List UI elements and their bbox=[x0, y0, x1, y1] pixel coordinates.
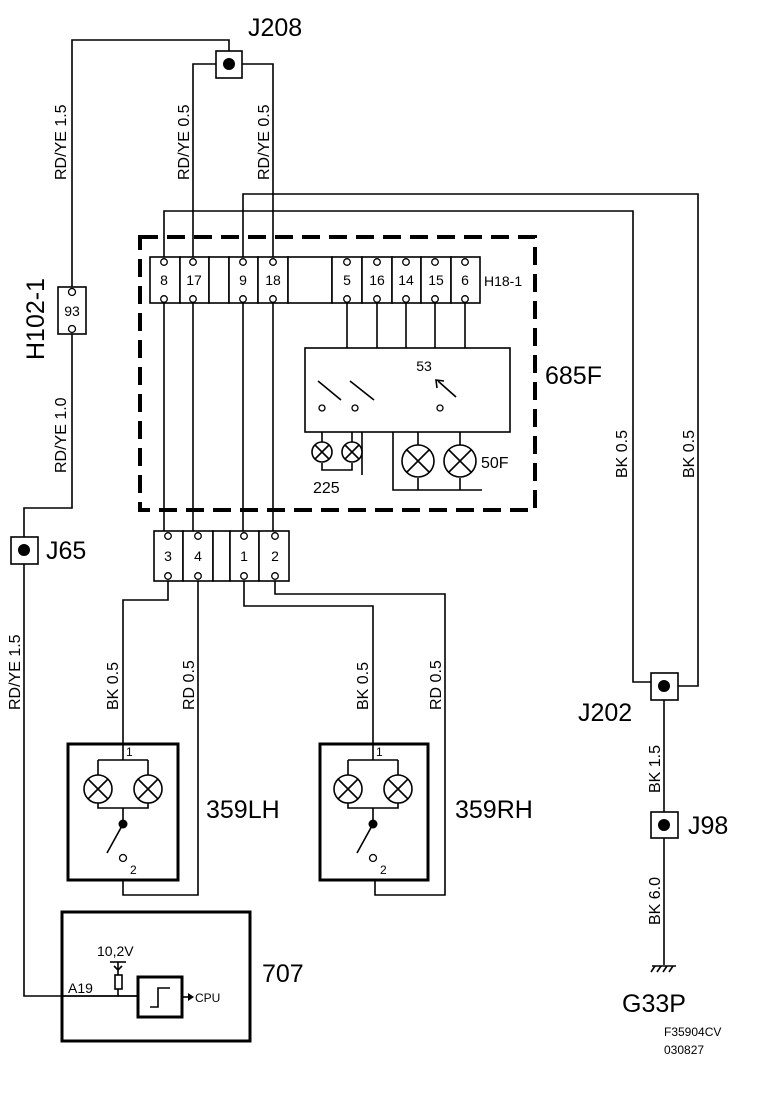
connector-h102: 93 H102-1 bbox=[22, 278, 87, 360]
splice-j208: J208 bbox=[215, 14, 302, 79]
splice-label-j98: J98 bbox=[688, 812, 728, 840]
connector-pin-label: 6 bbox=[461, 272, 469, 288]
component-label-359lh: 359LH bbox=[206, 796, 280, 824]
switch-icon bbox=[106, 819, 128, 863]
wire-label: RD/YE 1.0 bbox=[53, 397, 70, 473]
splice-j202: J202 bbox=[578, 672, 679, 727]
connector-pin-label: 8 bbox=[160, 272, 168, 288]
wire-label: BK 0.5 bbox=[681, 430, 698, 478]
wire-label: BK 0.5 bbox=[105, 662, 122, 710]
wire-pin8-top bbox=[163, 210, 652, 683]
cpu-label: CPU bbox=[195, 991, 220, 1005]
component-359lh: 1 2 359LH bbox=[66, 742, 280, 882]
splice-label-j208: J208 bbox=[248, 14, 302, 42]
splice-j98: J98 bbox=[650, 811, 728, 840]
ground-g33p: G33P bbox=[622, 965, 686, 1018]
wire-label: RD 0.5 bbox=[428, 660, 445, 710]
lamp-icon bbox=[383, 774, 413, 804]
wire-rdye15-top bbox=[71, 39, 230, 287]
module-label-53: 53 bbox=[416, 358, 432, 374]
wire-label: RD 0.5 bbox=[181, 660, 198, 710]
module-53: 53 bbox=[304, 347, 511, 433]
wires bbox=[23, 39, 699, 997]
component-label-707: 707 bbox=[262, 960, 304, 988]
wire-50f bbox=[392, 432, 482, 491]
connector-pin-label: 16 bbox=[369, 272, 385, 288]
connector-pin-label: 3 bbox=[164, 548, 172, 564]
lamp-icon bbox=[133, 774, 163, 804]
pin-label: 1 bbox=[126, 745, 133, 759]
wire-bk-rh bbox=[243, 581, 374, 745]
wire-bk-lh bbox=[122, 581, 169, 745]
connector-label-h18: H18-1 bbox=[484, 273, 522, 289]
ground-icon bbox=[650, 965, 676, 973]
connector-pin-label: 9 bbox=[239, 272, 247, 288]
lamp-icon bbox=[401, 444, 435, 478]
connector-pin-label: 15 bbox=[428, 272, 444, 288]
wire-label: RD/YE 0.5 bbox=[176, 104, 193, 180]
connector-lower: 3 4 1 2 bbox=[153, 530, 290, 582]
component-707: 707 10,2V A19 CPU bbox=[60, 910, 304, 1043]
wire-pin9-top bbox=[242, 193, 699, 687]
splice-label-j202: J202 bbox=[578, 699, 632, 727]
diagram-code: F35904CV bbox=[664, 1025, 721, 1039]
lamp-icon bbox=[311, 441, 333, 463]
connector-pin-label: 2 bbox=[271, 548, 279, 564]
lamp-icon bbox=[333, 774, 363, 804]
wire-label: BK 0.5 bbox=[355, 662, 372, 710]
wire-rd-rh bbox=[274, 581, 446, 896]
wire-label: RD/YE 0.5 bbox=[256, 104, 273, 180]
splice-j65: J65 bbox=[10, 536, 86, 565]
wire-labels: RD/YE 1.5 RD/YE 0.5 RD/YE 0.5 RD/YE 1.0 … bbox=[7, 104, 698, 925]
connector-pin-label: 14 bbox=[398, 272, 414, 288]
connector-pin-label: 4 bbox=[194, 548, 202, 564]
module-label-685f: 685F bbox=[545, 362, 602, 390]
wire-label: BK 6.0 bbox=[647, 877, 664, 925]
comparator-icon bbox=[136, 975, 184, 1019]
lamp-icon bbox=[83, 774, 113, 804]
wire-225 bbox=[321, 432, 363, 475]
wire-label: BK 0.5 bbox=[614, 430, 631, 478]
pin-label: 2 bbox=[130, 863, 137, 877]
module-685f-outline bbox=[138, 235, 537, 512]
connector-pin-label: 17 bbox=[186, 272, 202, 288]
wire-j208-17 bbox=[192, 63, 218, 258]
wire-label: RD/YE 1.5 bbox=[7, 634, 24, 710]
connector-pin-label: 93 bbox=[64, 303, 80, 319]
component-label-359rh: 359RH bbox=[455, 796, 533, 824]
diagram-date: 030827 bbox=[664, 1043, 704, 1057]
connector-pin-label: 1 bbox=[240, 548, 248, 564]
connector-pin-label: 18 bbox=[265, 272, 281, 288]
pin-label: 2 bbox=[380, 863, 387, 877]
pin-label-a19: A19 bbox=[68, 980, 93, 996]
wire-label: RD/YE 1.5 bbox=[53, 104, 70, 180]
voltage-label: 10,2V bbox=[97, 943, 134, 959]
pin-label: 1 bbox=[376, 745, 383, 759]
lamp-icon bbox=[443, 444, 477, 478]
ground-label: G33P bbox=[622, 990, 686, 1018]
connector-h18: 8 17 9 18 5 16 14 15 6 H18-1 bbox=[149, 256, 522, 304]
component-label-50f: 50F bbox=[481, 455, 509, 472]
lamps-225: 225 bbox=[311, 441, 363, 497]
switch-icon bbox=[317, 379, 457, 412]
component-359rh: 1 2 359RH bbox=[318, 742, 533, 882]
connector-pin-label: 5 bbox=[343, 272, 351, 288]
wire-rdye10 bbox=[23, 334, 73, 538]
wire-label: BK 1.5 bbox=[647, 745, 664, 793]
connector-label-h102: H102-1 bbox=[22, 278, 50, 360]
lamps-50f: 50F bbox=[401, 444, 509, 478]
lamp-icon bbox=[341, 441, 363, 463]
splice-icon bbox=[650, 811, 679, 839]
connector-pinholes bbox=[160, 258, 469, 303]
switch-icon bbox=[356, 819, 378, 863]
component-label-225: 225 bbox=[313, 480, 340, 497]
splice-label-j65: J65 bbox=[46, 537, 86, 565]
